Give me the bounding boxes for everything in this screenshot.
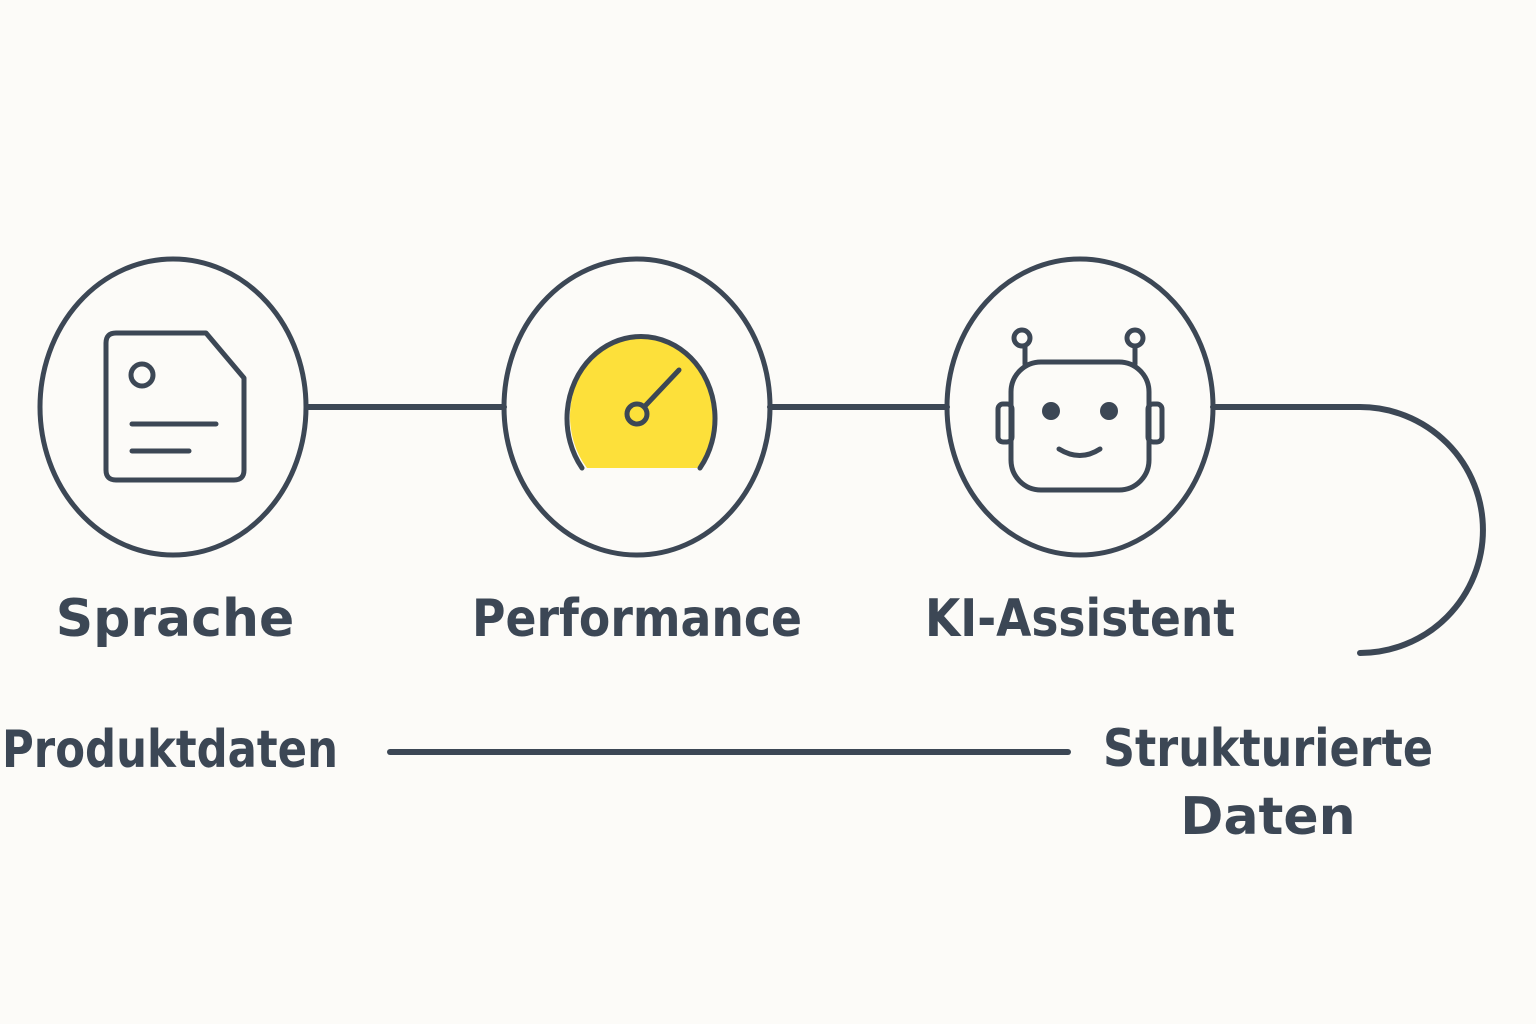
node-sprache: [37, 256, 309, 558]
robot-icon: [995, 327, 1165, 493]
document-icon: [103, 330, 247, 483]
label-strukturierte: Strukturierte: [1103, 719, 1433, 779]
speedometer-icon: [564, 334, 718, 471]
node-label-performance: Performance: [472, 589, 802, 649]
label-produktdaten: Produktdaten: [2, 720, 338, 780]
connector-curve: [1210, 404, 1486, 656]
node-circle: [501, 256, 773, 558]
label-daten: Daten: [1180, 787, 1355, 847]
node-label-sprache: Sprache: [56, 589, 295, 649]
node-performance: [501, 256, 773, 558]
node-ki-assistent: [944, 256, 1216, 558]
node-label-ki-assistent: KI-Assistent: [925, 589, 1235, 649]
node-circle: [37, 256, 309, 558]
node-circle: [944, 256, 1216, 558]
